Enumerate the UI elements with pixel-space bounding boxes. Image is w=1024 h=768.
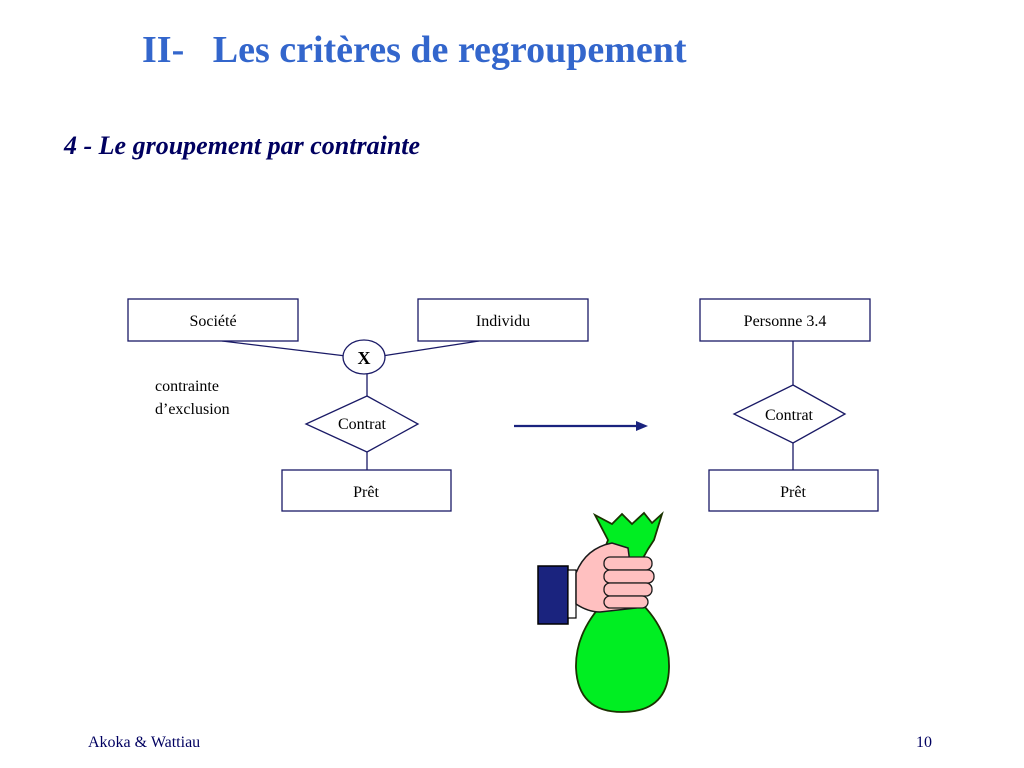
exclusion-symbol: X — [358, 348, 371, 368]
page-number: 10 — [916, 734, 932, 751]
constraint-label-line2: d’exclusion — [155, 401, 230, 418]
link-societe-exclusion — [221, 340, 347, 357]
entity-individu-label: Individu — [476, 313, 530, 330]
entity-personne-label: Personne 3.4 — [744, 313, 827, 330]
entity-individu[interactable]: Individu — [417, 298, 589, 342]
slide-title: II- Les critères de regroupement — [142, 29, 687, 71]
link-individu-exclusion — [381, 340, 480, 357]
relation-contrat-right[interactable]: Contrat — [732, 384, 847, 444]
transformation-arrow — [514, 421, 648, 431]
entity-personne[interactable]: Personne 3.4 — [699, 298, 871, 342]
entity-pret-left[interactable]: Prêt — [281, 469, 452, 512]
exclusion-constraint[interactable]: X — [342, 339, 386, 375]
slide-subtitle: 4 - Le groupement par contrainte — [64, 131, 421, 160]
relation-contrat-right-label: Contrat — [765, 407, 814, 424]
entity-pret-right[interactable]: Prêt — [708, 469, 879, 512]
entity-pret-left-label: Prêt — [353, 484, 379, 501]
left-diagram: Société Individu X contrainte d’exclusio… — [127, 298, 589, 512]
entity-pret-right-label: Prêt — [780, 484, 806, 501]
entity-societe-label: Société — [189, 313, 236, 330]
footer-authors: Akoka & Wattiau — [88, 734, 201, 751]
entity-societe[interactable]: Société — [127, 298, 299, 342]
money-bag-icon — [537, 511, 670, 713]
right-diagram: Personne 3.4 Contrat Prêt — [699, 298, 879, 512]
relation-contrat-left-label: Contrat — [338, 416, 387, 433]
constraint-label-line1: contrainte — [155, 378, 219, 395]
relation-contrat-left[interactable]: Contrat — [304, 395, 420, 453]
